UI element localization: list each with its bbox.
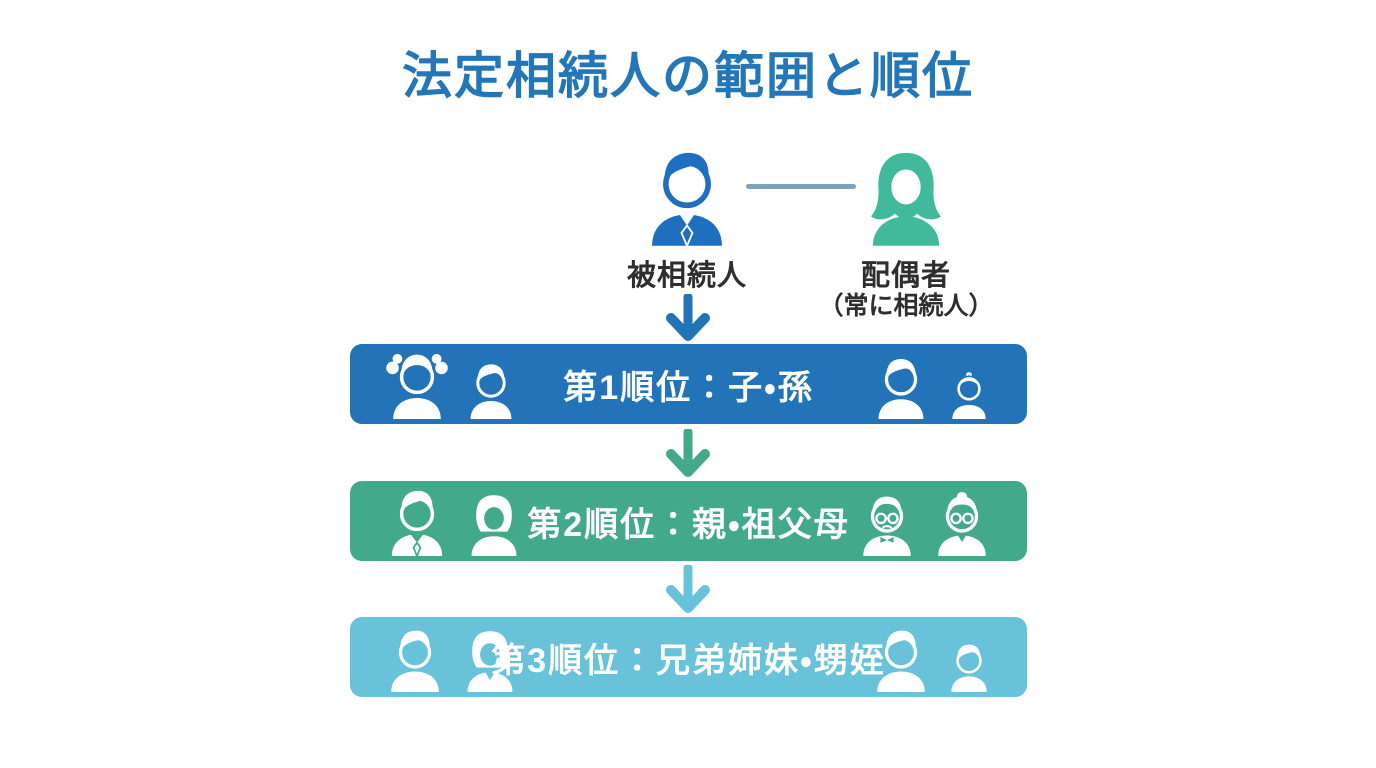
rank2-left-icons — [382, 486, 527, 556]
rank2-right-icons — [854, 490, 995, 556]
boy-icon — [951, 644, 987, 692]
down-arrow-icon — [656, 294, 720, 341]
grandfather-glasses-icon — [863, 496, 911, 556]
boy-icon — [470, 364, 512, 419]
man-icon — [391, 630, 439, 692]
woman-icon — [467, 631, 513, 692]
father-tie-icon — [391, 490, 443, 556]
down-arrow-icon — [656, 565, 720, 613]
mother-icon — [471, 495, 517, 556]
down-arrow-icon — [656, 429, 720, 477]
rank3-label: 第3順位：兄弟姉妹・甥姪 — [491, 641, 886, 680]
rank2-label: 第2順位：親・祖父母 — [527, 505, 850, 544]
boy-icon — [878, 358, 924, 419]
spouse-sublabel: （常に相続人） — [818, 292, 994, 320]
rank1-left-icons — [382, 349, 521, 419]
page-title: 法定相続人の範囲と順位 — [402, 48, 974, 104]
man-icon — [877, 630, 925, 692]
couple-connector-line — [746, 184, 856, 189]
rank3-left-icons — [382, 626, 523, 692]
girl-pigtails-icon — [386, 353, 448, 419]
toddler-icon — [952, 372, 986, 419]
rank3-bar: 第3順位：兄弟姉妹・甥姪 — [350, 617, 1027, 697]
rank2-bar: 第2順位：親・祖父母 — [350, 481, 1027, 561]
grandmother-glasses-icon — [938, 491, 986, 556]
woman-long-hair-icon — [871, 152, 941, 246]
man-suit-icon — [652, 152, 722, 249]
rank3-right-icons — [868, 626, 995, 692]
spouse-label: 配偶者 — [860, 260, 951, 292]
decedent-label: 被相続人 — [626, 260, 747, 292]
rank1-right-icons — [868, 353, 995, 419]
rank1-bar: 第1順位：子・孫 — [350, 344, 1027, 424]
rank1-label: 第1順位：子・孫 — [563, 368, 814, 407]
